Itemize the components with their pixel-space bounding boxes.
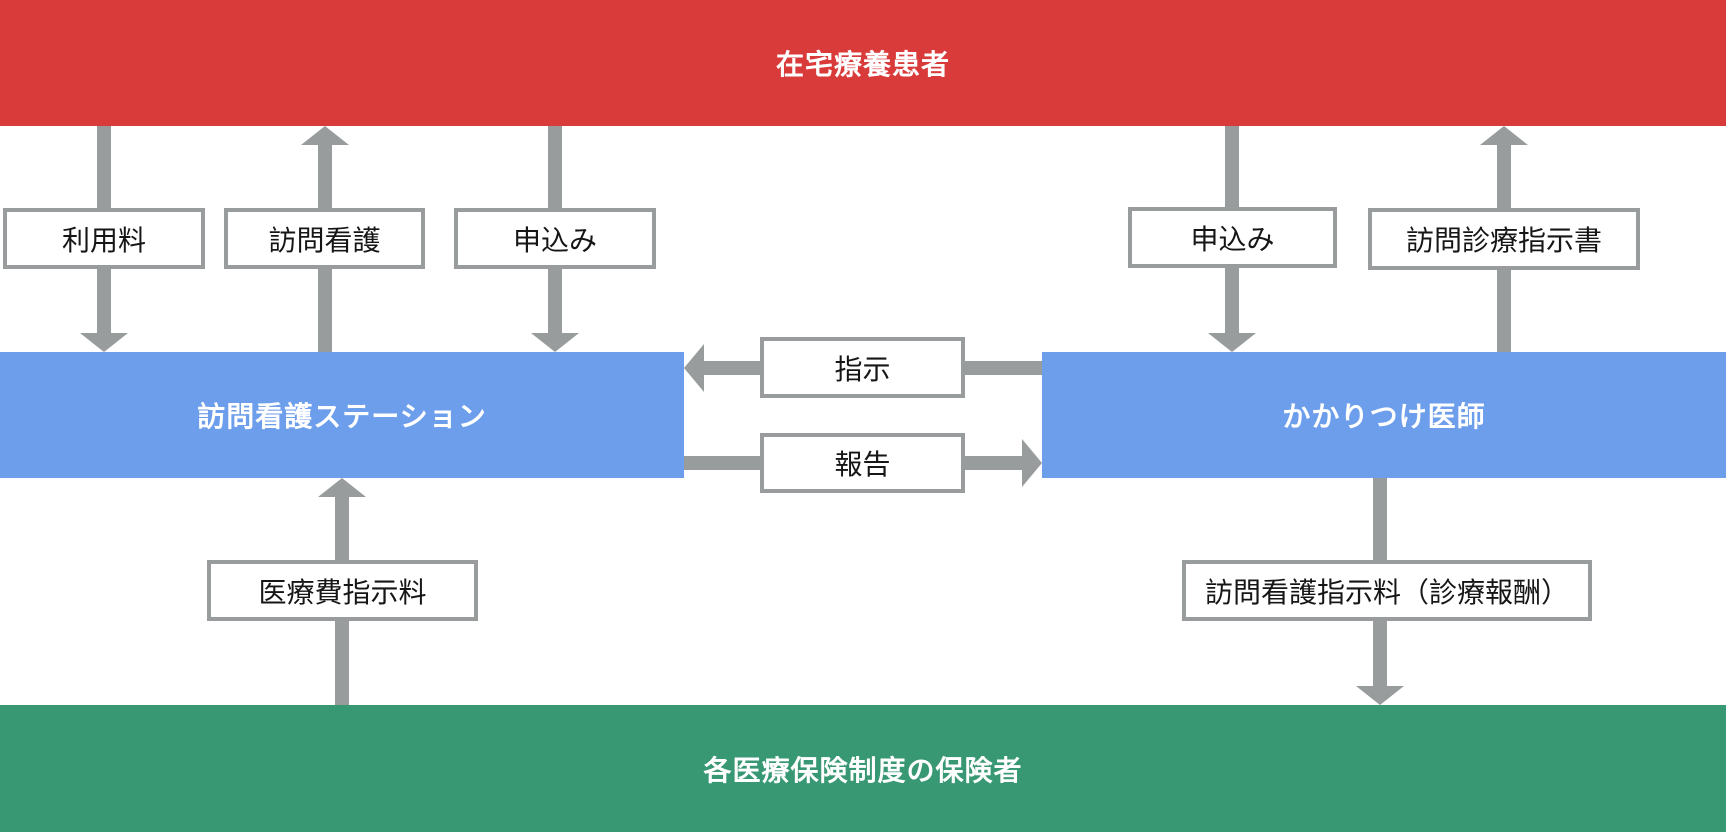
label-visiting-nursing: 訪問看護 bbox=[224, 208, 425, 269]
patient-band-label: 在宅療養患者 bbox=[775, 49, 950, 80]
label-report: 報告 bbox=[760, 433, 965, 493]
label-nursing-directive-fee: 訪問看護指示料（診療報酬） bbox=[1182, 560, 1592, 621]
arrow-head-down-icon bbox=[80, 333, 128, 352]
label-visit-directive-doc: 訪問診療指示書 bbox=[1368, 208, 1640, 270]
arrow-head-right-icon bbox=[1022, 439, 1042, 487]
nursing-station-box: 訪問看護ステーション bbox=[0, 352, 684, 478]
arrow-head-down-icon bbox=[531, 333, 579, 352]
insurer-band: 各医療保険制度の保険者 bbox=[0, 705, 1726, 832]
patient-band: 在宅療養患者 bbox=[0, 0, 1726, 126]
label-medical-fee-directive: 医療費指示料 bbox=[207, 560, 478, 621]
arrow-head-up-icon bbox=[318, 478, 366, 497]
label-usage-fee: 利用料 bbox=[3, 208, 205, 269]
arrow-head-left-icon bbox=[684, 344, 704, 392]
doctor-box: かかりつけ医師 bbox=[1042, 352, 1726, 478]
doctor-label: かかりつけ医師 bbox=[1282, 401, 1486, 432]
insurer-band-label: 各医療保険制度の保険者 bbox=[703, 754, 1023, 786]
label-instruction: 指示 bbox=[760, 337, 965, 398]
arrow-head-up-icon bbox=[1480, 126, 1528, 145]
label-application-right: 申込み bbox=[1128, 207, 1337, 268]
nursing-station-label: 訪問看護ステーション bbox=[197, 401, 487, 432]
arrow-head-up-icon bbox=[301, 126, 349, 145]
arrow-head-down-icon bbox=[1356, 686, 1404, 705]
arrow-head-down-icon bbox=[1208, 333, 1256, 352]
label-application-left: 申込み bbox=[454, 208, 656, 269]
